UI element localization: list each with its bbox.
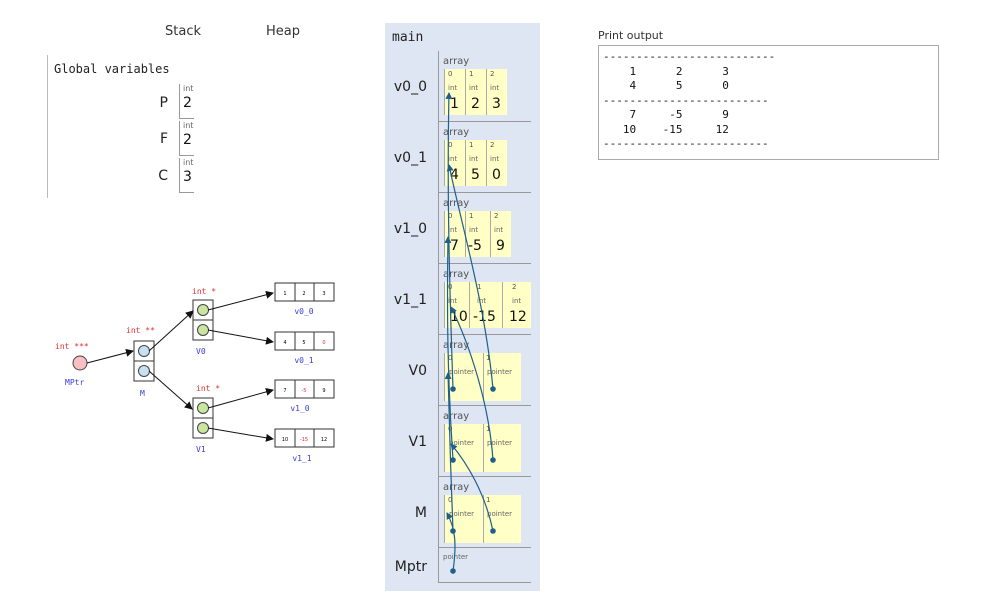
- global-var-slot: int 2: [179, 84, 194, 119]
- frame-var-name: V0: [408, 363, 427, 379]
- svg-text:5: 5: [302, 340, 305, 346]
- svg-text:-15: -15: [300, 437, 308, 443]
- small-array-v0-1: 4 5 0 v0_1: [274, 331, 335, 365]
- array-label: array: [443, 340, 470, 351]
- frame-var-name: V1: [408, 434, 427, 450]
- frame-var-slot: [438, 51, 531, 122]
- v1-type-label: int *: [196, 384, 220, 393]
- global-var-value: 2: [183, 95, 192, 111]
- v1-name-label: V1: [196, 445, 206, 454]
- global-var-slot: int 2: [179, 121, 194, 156]
- global-var-name: C: [158, 168, 168, 184]
- svg-text:0: 0: [322, 340, 325, 346]
- frame-var-slot: [438, 548, 531, 583]
- frame-var-name: v1_0: [393, 221, 427, 237]
- output-line: 7 -5 9: [603, 108, 729, 121]
- frame-var-name: Mptr: [394, 559, 427, 575]
- output-line: --------------------------: [603, 50, 776, 63]
- output-line: -------------------------: [603, 137, 769, 150]
- svg-text:v0_1: v0_1: [294, 356, 313, 365]
- print-output-box: -------------------------- 1 2 3 4 5 0 -…: [598, 45, 939, 160]
- mptr-name-label: MPtr: [65, 378, 84, 387]
- svg-text:v1_0: v1_0: [290, 404, 309, 413]
- frame-var-name: M: [414, 505, 427, 521]
- global-var-slot: int 3: [179, 158, 194, 193]
- stack-header: Stack: [165, 24, 201, 39]
- array-label: array: [443, 269, 470, 280]
- svg-text:7: 7: [283, 388, 286, 394]
- output-line: 1 2 3: [603, 64, 729, 78]
- svg-text:-5: -5: [302, 388, 307, 394]
- svg-text:2: 2: [302, 291, 305, 297]
- array-label: array: [443, 482, 470, 493]
- frame-var-slot: [438, 406, 531, 477]
- m-type-label: int **: [126, 326, 155, 335]
- svg-text:10: 10: [282, 437, 288, 443]
- frame-var-name: v1_1: [393, 292, 427, 308]
- small-array-v1-0: 7 -5 9 v1_0: [274, 379, 335, 413]
- mptr-node: [72, 355, 88, 371]
- small-array-v1-1: 10 -15 12 v1_1: [274, 428, 335, 463]
- small-array-v0-0: 1 2 3 v0_0: [274, 282, 335, 316]
- frame-var-slot: [438, 193, 531, 264]
- output-line: 10 -15 12: [603, 122, 729, 136]
- global-var-name: F: [159, 131, 168, 147]
- pointer-type-label: pointer: [443, 553, 469, 561]
- print-output-header: Print output: [598, 29, 664, 42]
- global-var-name: P: [159, 95, 168, 111]
- global-var-type: int: [183, 121, 194, 130]
- v0-type-label: int *: [192, 287, 216, 296]
- global-var-value: 2: [183, 132, 192, 148]
- array-label: array: [443, 56, 470, 67]
- frame-var-slot: [438, 122, 531, 193]
- frame-var-name: v0_0: [393, 79, 427, 95]
- mptr-type-label: int ***: [55, 342, 89, 351]
- frame-pointer-arrows: [444, 92, 496, 574]
- frame-var-slot: [438, 477, 531, 548]
- array-label: array: [443, 198, 470, 209]
- heap-header: Heap: [266, 24, 300, 39]
- global-var-type: int: [183, 84, 194, 93]
- svg-text:9: 9: [322, 388, 325, 394]
- frame-title: main: [392, 30, 424, 45]
- global-var-type: int: [183, 158, 194, 167]
- svg-text:12: 12: [321, 437, 327, 443]
- output-line: -------------------------: [603, 93, 769, 107]
- pointer-diagram: int *** int ** int * int * MPtr M V0 V1 …: [55, 282, 335, 463]
- svg-text:1: 1: [283, 291, 286, 297]
- svg-text:4: 4: [283, 340, 286, 346]
- frame-var-name: v0_1: [393, 150, 427, 166]
- output-line: 4 5 0: [603, 79, 729, 92]
- v0-name-label: V0: [196, 347, 206, 356]
- svg-text:v1_1: v1_1: [292, 454, 311, 463]
- global-var-value: 3: [183, 169, 192, 185]
- array-label: array: [443, 411, 470, 422]
- frame-var-slot: [438, 264, 531, 335]
- svg-text:v0_0: v0_0: [294, 307, 313, 316]
- global-variables-title: Global variables: [54, 62, 170, 76]
- svg-text:3: 3: [322, 291, 325, 297]
- array-label: array: [443, 127, 470, 138]
- m-name-label: M: [140, 389, 145, 398]
- global-variables-panel: Global variables P int 2 F int 2 C int 3: [47, 55, 198, 198]
